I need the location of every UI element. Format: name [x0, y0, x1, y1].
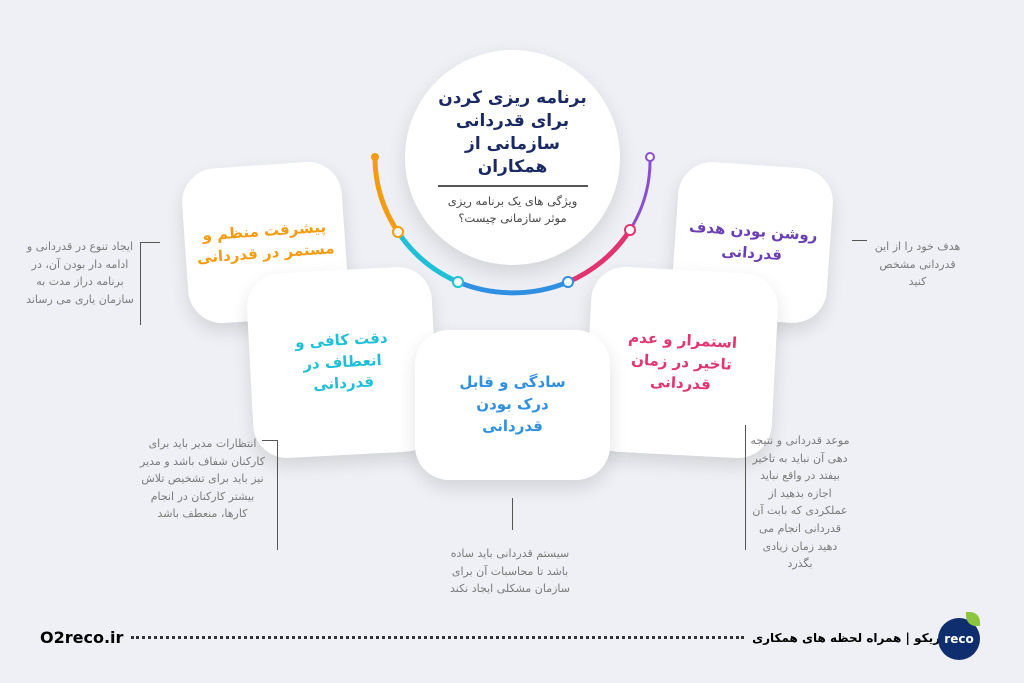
note-bracket: [262, 440, 278, 550]
note-bracket: [512, 498, 513, 530]
dotted-line: [131, 636, 745, 639]
note-accuracy: انتظارات مدیر باید برای کارکنان شفاف باش…: [140, 437, 265, 521]
note-bracket: [140, 242, 160, 325]
subtitle: ویژگی های یک برنامه ریزی موثر سازمانی چی…: [447, 194, 578, 226]
note-regular-progress: ایجاد تنوع در قدردانی و ادامه دار بودن آ…: [26, 240, 134, 306]
card-accuracy-flexibility: دقت کافی و انعطاف در قدردانی: [245, 265, 440, 460]
site-link[interactable]: O2reco.ir: [40, 628, 124, 647]
card-simplicity: سادگی و قابل درک بودن قدردانی: [415, 330, 610, 480]
tagline: ریکو | همراه لحظه های همکاری: [752, 630, 940, 645]
note-bracket: [745, 425, 746, 550]
main-title: برنامه ریزی کردن برای قدردانی سازمانی از…: [438, 88, 587, 178]
card-label: استمرار و عدم تاخیر در زمان قدردانی: [627, 328, 738, 394]
card-label: دقت کافی و انعطاف در قدردانی: [294, 328, 388, 394]
leaf-icon: [966, 612, 980, 626]
card-label: سادگی و قابل درک بودن قدردانی: [459, 373, 566, 435]
note-simplicity: سیستم قدردانی باید ساده باشد تا محاسبات …: [450, 547, 570, 596]
card-label: روشن بودن هدف قدردانی: [688, 217, 819, 264]
note-continuity: موعد قدردانی و نتیجه دهی آن نباید به تاخ…: [750, 434, 850, 571]
footer: O2reco.ir ریکو | همراه لحظه های همکاری: [40, 628, 940, 647]
card-continuity: استمرار و عدم تاخیر در زمان قدردانی: [583, 265, 780, 460]
center-circle: برنامه ریزی کردن برای قدردانی سازمانی از…: [405, 50, 620, 265]
note-clear-goal: هدف خود را از این قدردانی مشخص کنید: [874, 240, 961, 289]
card-label: پیشرفت منظم و مستمر در قدردانی: [196, 217, 335, 267]
divider: [437, 185, 588, 188]
note-bracket: [852, 240, 867, 272]
